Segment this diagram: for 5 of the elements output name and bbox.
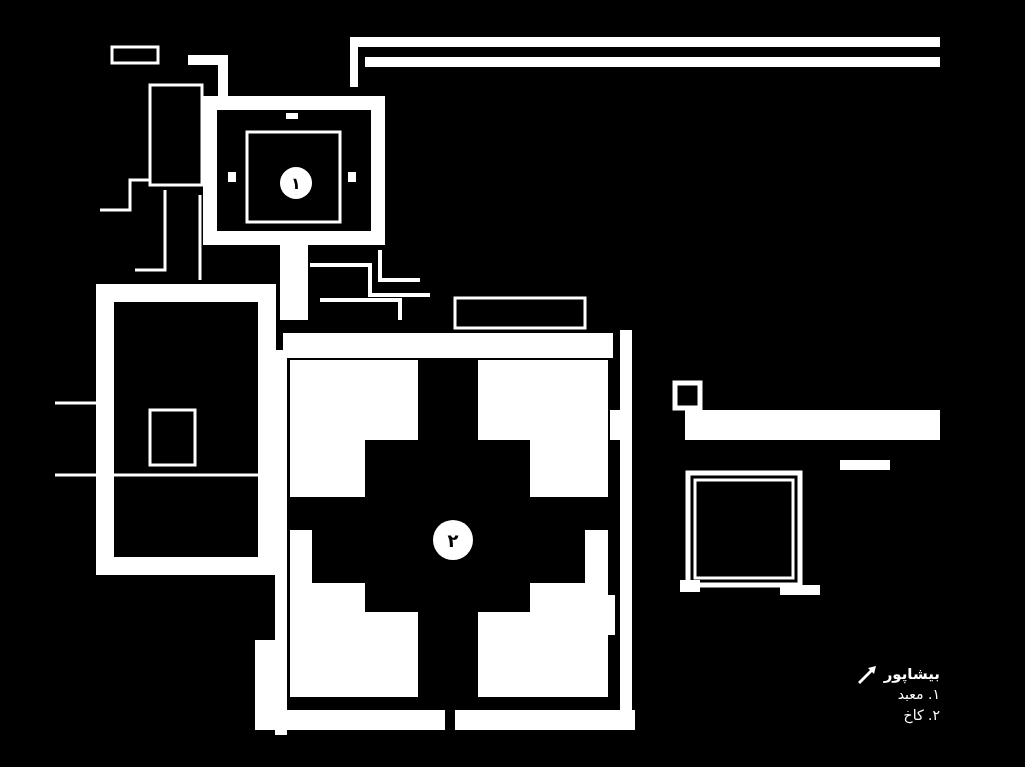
legend-heading: بیشاپور xyxy=(883,665,940,683)
callout-number: ۱ xyxy=(280,167,312,199)
legend-entry: ۱. معبد xyxy=(897,686,940,702)
callout-number: ۲ xyxy=(433,520,473,560)
legend-entry: ۲. کاخ xyxy=(903,707,940,723)
